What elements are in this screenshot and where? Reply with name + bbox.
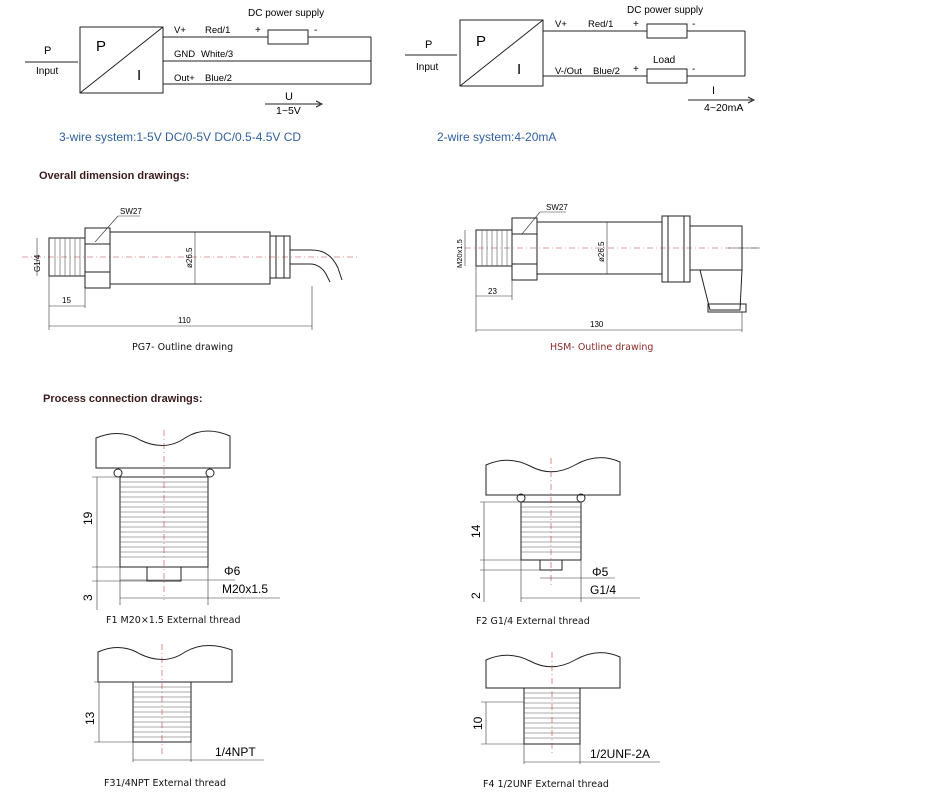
f3-caption: F31/4NPT External thread: [104, 778, 227, 789]
f4-height-label: 10: [471, 716, 485, 730]
sw-label: SW27: [120, 207, 142, 216]
pg7-caption: PG7- Outline drawing: [132, 342, 234, 353]
input-label: Input: [416, 62, 438, 73]
wire1-color: Red/1: [588, 19, 613, 30]
two-wire-caption: 2-wire system:4-20mA: [437, 130, 557, 144]
dim-total-label: 110: [178, 316, 191, 325]
f3-thread-label: 1/4NPT: [215, 745, 256, 759]
transmitter-box: [79, 26, 164, 94]
thread-label: G1/4: [33, 254, 42, 272]
f2-caption: F2 G1/4 External thread: [476, 616, 590, 627]
power-supply-symbol: [646, 23, 688, 39]
wire1-color: Red/1: [205, 25, 230, 36]
pressure-label: P: [44, 45, 51, 57]
process-drawings: 19 3 Φ6 M20x1.5 14 2 Φ5 G1/4: [81, 430, 660, 764]
hsm-outline-drawing: SW27 M20x1.5 ø26.5 23 130: [455, 203, 760, 332]
f1-height-label: 19: [81, 511, 95, 525]
box-p-label: P: [96, 38, 106, 55]
three-wire-caption: 3-wire system:1-5V DC/0-5V DC/0.5-4.5V C…: [59, 130, 302, 144]
supply-minus: -: [692, 19, 695, 30]
hsm-caption: HSM- Outline drawing: [550, 342, 654, 353]
dim-short-label: 23: [488, 287, 497, 296]
f2-thread-label: G1/4: [590, 583, 616, 597]
pg7-outline-drawing: SW27 G1/4 ø26.5 15 110: [22, 207, 360, 330]
wiring-diagrams: P Input P I DC power supply V+ Red/1 + -…: [25, 5, 756, 117]
current-symbol: I: [712, 85, 715, 97]
outline-drawings: SW27 G1/4 ø26.5 15 110 SW27 M20x1.5: [22, 203, 760, 332]
wire2-color: Blue/2: [593, 66, 620, 77]
f4-caption: F4 1/2UNF External thread: [483, 779, 609, 790]
dimension-heading: Overall dimension drawings:: [39, 170, 190, 182]
diameter-label: ø26.5: [185, 247, 194, 268]
voltage-range: 1~5V: [276, 105, 301, 117]
supply-plus: +: [255, 25, 261, 36]
dim-total-label: 130: [590, 320, 604, 329]
wire2-color: White/3: [201, 49, 233, 60]
pressure-label: P: [425, 39, 432, 51]
wire1-label: V+: [174, 25, 186, 36]
transmitter-box: [459, 19, 544, 87]
box-i-label: I: [517, 61, 521, 78]
f2-height-label: 14: [469, 524, 483, 538]
current-range: 4~20mA: [704, 102, 743, 114]
thread-label: M20x1.5: [455, 239, 464, 268]
supply-plus: +: [633, 19, 639, 30]
supply-label: DC power supply: [248, 8, 324, 19]
sw-label: SW27: [546, 203, 568, 212]
f1-thread-label: M20x1.5: [222, 582, 268, 596]
f1-caption: F1 M20×1.5 External thread: [106, 615, 241, 626]
load-label: Load: [653, 55, 675, 66]
load-minus: -: [692, 64, 695, 75]
process-heading: Process connection drawings:: [43, 393, 203, 405]
box-p-label: P: [476, 33, 486, 50]
f3-height-label: 13: [83, 711, 97, 725]
load-plus: +: [633, 64, 639, 75]
f4-thread-drawing: 10 1/2UNF-2A: [471, 652, 660, 764]
wire1-label: V+: [555, 19, 567, 30]
f1-base-label: 3: [81, 594, 95, 601]
f2-bore-label: Φ5: [592, 565, 609, 579]
supply-label: DC power supply: [627, 5, 703, 16]
f1-bore-label: Φ6: [224, 564, 241, 578]
wire3-color: Blue/2: [205, 73, 232, 84]
wire2-label: GND: [174, 49, 195, 60]
dim-short-label: 15: [62, 296, 71, 305]
box-i-label: I: [137, 67, 141, 84]
three-wire-diagram: P Input P I DC power supply V+ Red/1 + -…: [25, 8, 372, 117]
f1-thread-drawing: 19 3 Φ6 M20x1.5: [81, 430, 280, 610]
input-label: Input: [36, 66, 58, 77]
wire3-label: Out+: [174, 73, 195, 84]
f4-thread-label: 1/2UNF-2A: [590, 747, 650, 761]
f3-thread-drawing: 13 1/4NPT: [83, 644, 264, 762]
voltage-symbol: U: [285, 91, 293, 103]
load-symbol: [646, 68, 688, 84]
two-wire-diagram: P Input P I DC power supply V+ Red/1 + -…: [405, 5, 756, 114]
diameter-label: ø26.5: [597, 241, 606, 262]
supply-minus: -: [314, 25, 317, 36]
f2-thread-drawing: 14 2 Φ5 G1/4: [469, 457, 640, 602]
power-supply-symbol: [267, 29, 309, 45]
f2-base-label: 2: [469, 592, 483, 599]
wire2-label: V-/Out: [555, 66, 582, 77]
